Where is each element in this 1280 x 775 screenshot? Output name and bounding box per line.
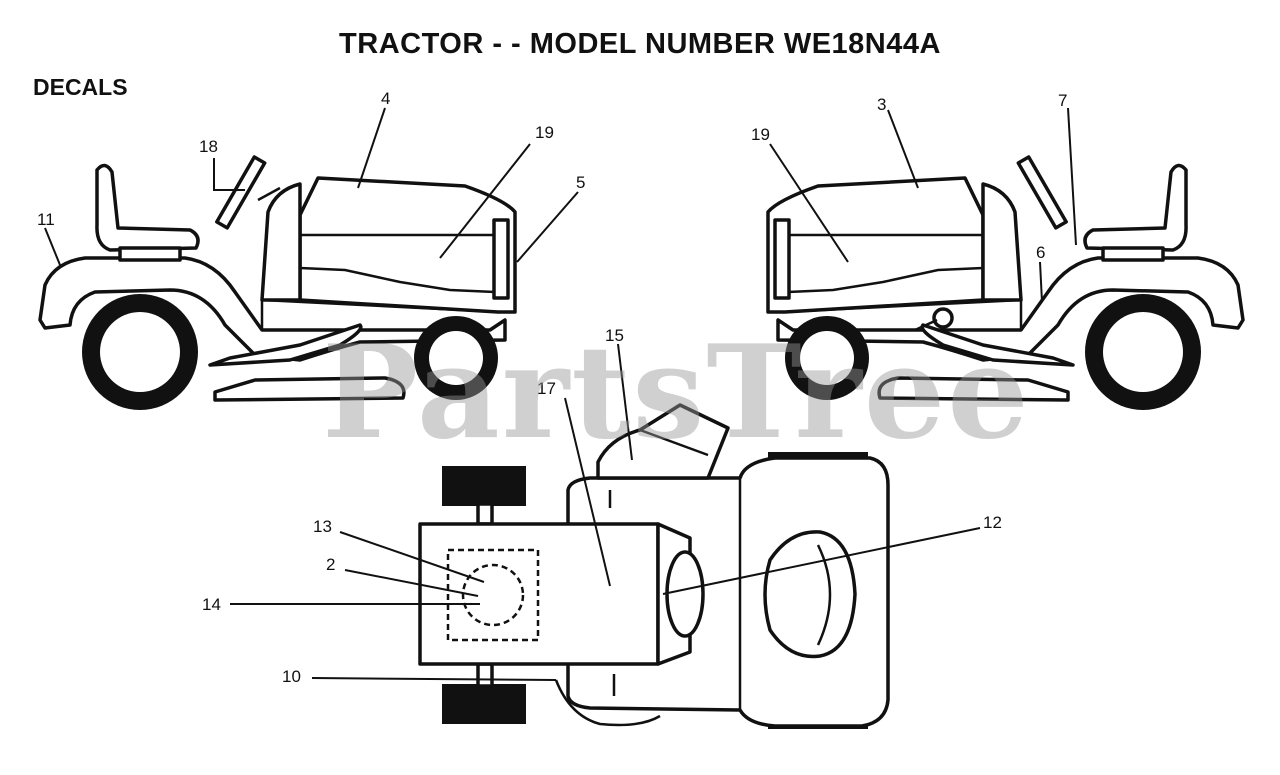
callout-labels: 11 18 4 19 5 19 3 7 6 15 17 12 13 2 14 1… <box>37 89 1067 686</box>
callout-17: 17 <box>537 379 556 398</box>
partstree-watermark: PartsTree <box>322 318 1031 468</box>
callout-4: 4 <box>381 89 390 108</box>
leader-lines <box>44 107 1077 681</box>
callout-11: 11 <box>37 210 55 229</box>
tractor-top-view <box>418 403 890 729</box>
callout-2: 2 <box>326 555 335 574</box>
callout-14: 14 <box>202 595 221 614</box>
callout-12: 12 <box>983 513 1002 532</box>
callout-10: 10 <box>282 667 301 686</box>
callout-13: 13 <box>313 517 332 536</box>
callout-5: 5 <box>576 173 585 192</box>
callout-18: 18 <box>199 137 218 156</box>
section-heading: DECALS <box>33 74 128 100</box>
right-tractor-side-view <box>766 155 1245 410</box>
callout-19-right: 19 <box>751 125 770 144</box>
left-tractor-side-view <box>38 155 517 410</box>
callout-19-left: 19 <box>535 123 554 142</box>
callout-6: 6 <box>1036 243 1045 262</box>
callout-7: 7 <box>1058 91 1067 110</box>
callout-3: 3 <box>877 95 886 114</box>
callout-15: 15 <box>605 326 624 345</box>
diagram-title: TRACTOR - - MODEL NUMBER WE18N44A <box>339 28 941 60</box>
